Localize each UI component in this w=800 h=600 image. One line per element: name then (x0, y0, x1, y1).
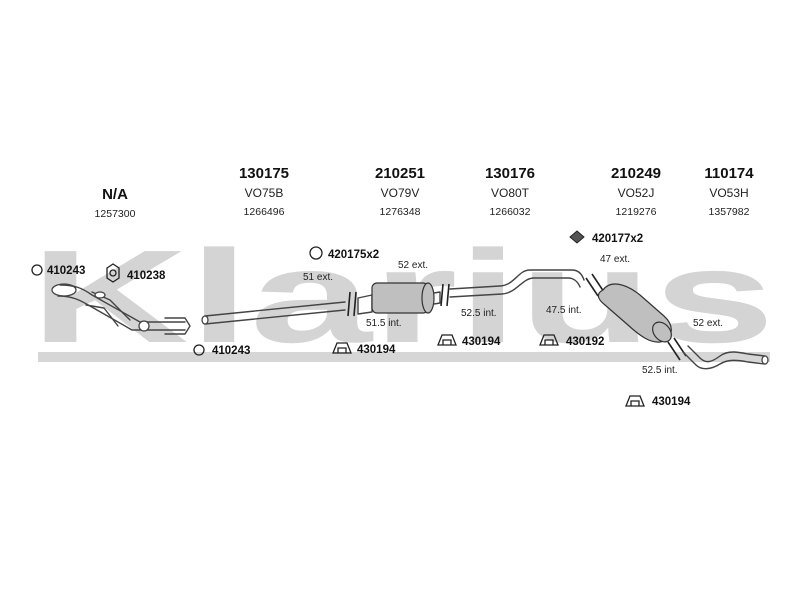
fitting-430194-b: 430194 (437, 334, 501, 348)
pipe-end (201, 315, 209, 325)
oe-number: 1257300 (95, 208, 136, 220)
clamp-mark (347, 291, 351, 317)
header-column-5: 110174 VO53H 1357982 (704, 165, 754, 218)
downpipe-outlet-flange (164, 317, 191, 335)
header-column-2: 210251 VO79V 1276348 (375, 165, 425, 218)
silencer-end (421, 282, 435, 314)
fitting-430192: 430192 (539, 334, 604, 348)
fitting-420177: 420177x2 (569, 230, 643, 245)
dimension-label: 52.5 int. (642, 365, 678, 376)
ring-icon (193, 344, 205, 356)
fitting-number: 430194 (462, 336, 501, 348)
clamp-mark (667, 341, 681, 361)
part-number: 130175 (239, 165, 289, 182)
front-pipe (201, 301, 346, 325)
reference-code: VO53H (709, 186, 748, 200)
fitting-410238: 410238 (106, 263, 166, 283)
dimension-label: 52 ext. (398, 260, 428, 271)
header-column-3: 130176 VO80T 1266032 (485, 165, 535, 218)
silencer-body (371, 282, 429, 314)
fitting-number: 430194 (357, 344, 396, 356)
clamp-mark (585, 277, 599, 297)
ring-icon (309, 246, 323, 260)
dimension-label: 52 ext. (693, 318, 723, 329)
diamond-gasket-icon (569, 230, 585, 244)
clamp-mark (591, 273, 605, 293)
header-column-4: 210249 VO52J 1219276 (611, 165, 661, 218)
part-number: 110174 (704, 165, 754, 182)
downpipe-collar (138, 320, 150, 332)
fitting-430194-a: 430194 (332, 342, 396, 356)
dimension-label: 52.5 int. (461, 308, 497, 319)
fitting-number: 420177x2 (592, 233, 643, 245)
rubber-hanger-icon (332, 342, 352, 354)
oe-number: 1266032 (490, 206, 531, 218)
gasket-icon (106, 263, 120, 283)
tailpipe-top (687, 345, 766, 363)
silencer-outlet (433, 291, 441, 305)
downpipe-upper (59, 284, 186, 323)
dimension-label: 47.5 int. (546, 305, 582, 316)
part-number: N/A (102, 186, 128, 203)
part-number: 210249 (611, 165, 661, 182)
gasket-icon-hole (109, 269, 117, 277)
part-number: 130176 (485, 165, 535, 182)
clamp-mark (440, 283, 444, 307)
intermediate-pipe (449, 269, 585, 298)
oe-number: 1357982 (709, 206, 750, 218)
intermediate-pipe-bottom (449, 277, 581, 298)
fitting-410243-front: 410243 (31, 264, 85, 277)
reference-code: VO80T (491, 186, 530, 200)
reference-code: VO52J (618, 186, 655, 200)
watermark-underline (38, 352, 770, 362)
oe-number: 1219276 (616, 206, 657, 218)
centre-silencer (357, 282, 441, 315)
downpipe-collar (94, 291, 106, 299)
header-column-1: 130175 VO75B 1266496 (239, 165, 289, 218)
dimension-label: 51 ext. (303, 272, 333, 283)
fitting-number: 410238 (127, 270, 166, 282)
front-downpipe (51, 283, 191, 335)
fitting-number: 430194 (652, 396, 691, 408)
oe-number: 1266496 (244, 206, 285, 218)
clamp-mark (446, 283, 450, 307)
header-column-0: N/A 1257300 (95, 186, 136, 220)
rear-silencer-end (652, 321, 672, 343)
fitting-number: 430192 (566, 336, 604, 348)
oe-number: 1276348 (380, 206, 421, 218)
dimension-label: 47 ext. (600, 254, 630, 265)
reference-code: VO79V (381, 186, 420, 200)
clamp-mark (353, 291, 357, 317)
rear-silencer (597, 283, 672, 343)
front-pipe-top (204, 301, 346, 317)
fitting-number: 410243 (212, 345, 250, 357)
fitting-430194-c: 430194 (625, 395, 691, 408)
front-pipe-bottom (204, 309, 346, 325)
tailpipe-bottom (682, 351, 766, 370)
dimension-label: 51.5 int. (366, 318, 402, 329)
ring-icon (31, 264, 43, 276)
downpipe-branch-2 (85, 304, 119, 327)
reference-code: VO75B (245, 186, 284, 200)
dimension-labels: 51 ext. 52 ext. 51.5 int. 52.5 int. 47 e… (303, 254, 723, 376)
rubber-hanger-icon (539, 334, 559, 346)
pipe-end (761, 355, 769, 365)
tailpipe (682, 345, 769, 370)
fitting-420175: 420175x2 (309, 246, 379, 261)
part-number: 210251 (375, 165, 425, 182)
rubber-hanger-icon (437, 334, 457, 346)
intermediate-pipe-top (449, 269, 585, 290)
silencer-inlet (357, 294, 373, 315)
rubber-hanger-icon (625, 395, 645, 407)
fitting-number: 410243 (47, 265, 85, 277)
fitting-number: 420175x2 (328, 249, 379, 261)
fitting-410243-lower: 410243 (193, 344, 250, 357)
